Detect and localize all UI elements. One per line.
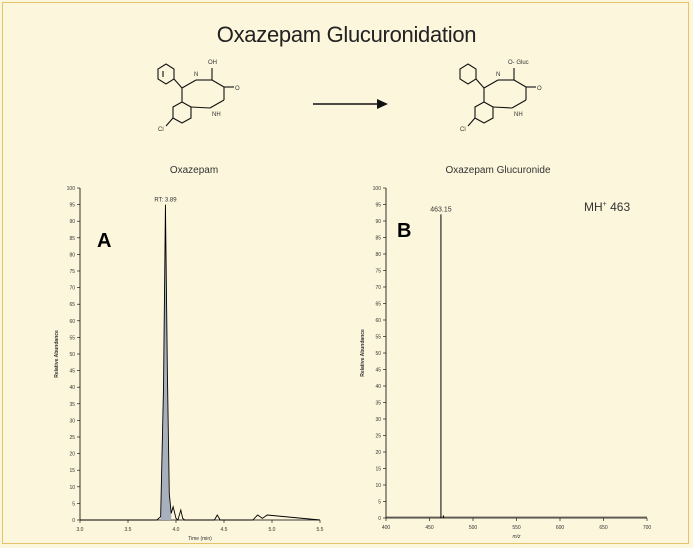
atom-o: O <box>537 86 542 92</box>
y-tick-label: 55 <box>69 335 75 341</box>
molecule-label-glucuronide: Oxazepam Glucuronide <box>445 165 551 176</box>
y-tick-label: 30 <box>375 417 381 423</box>
y-tick-label: 50 <box>375 351 381 357</box>
y-tick-label: 90 <box>69 219 75 225</box>
atom-cl: Cl <box>158 127 164 133</box>
x-tick-label: 400 <box>382 525 391 531</box>
atom-nh: NH <box>212 112 221 118</box>
x-tick-label: 4.0 <box>173 527 180 533</box>
x-tick-label: 3.0 <box>77 527 84 533</box>
y-tick-label: 20 <box>69 452 75 458</box>
y-tick-label: 35 <box>69 402 75 408</box>
y-tick-label: 80 <box>375 252 381 258</box>
y-tick-label: 50 <box>69 352 75 358</box>
y-tick-label: 70 <box>375 285 381 291</box>
y-tick-label: 0 <box>378 516 381 522</box>
y-tick-label: 65 <box>69 302 75 308</box>
y-tick-label: 40 <box>375 384 381 390</box>
y-axis-label: Relative Abundance <box>360 329 366 377</box>
panel-label-a: A <box>97 230 111 252</box>
atom-nh: NH <box>514 112 523 118</box>
x-tick-label: 600 <box>556 525 565 531</box>
ion-note: MH+ 463 <box>584 200 630 214</box>
y-tick-label: 25 <box>375 434 381 440</box>
atom-oh: OH <box>208 60 217 66</box>
y-tick-label: 100 <box>373 186 382 192</box>
phenyl-ring <box>157 63 175 85</box>
benzo-ring <box>172 101 192 124</box>
y-tick-label: 75 <box>375 269 381 275</box>
x-tick-label: 5.0 <box>269 527 276 533</box>
structure-glucuronide <box>459 63 536 127</box>
chromatogram-trace <box>80 204 321 521</box>
y-tick-label: 15 <box>69 468 75 474</box>
y-tick-label: 45 <box>69 369 75 375</box>
x-tick-label: 500 <box>469 525 478 531</box>
y-tick-label: 60 <box>69 319 75 325</box>
atom-o: O <box>235 86 240 92</box>
y-tick-label: 55 <box>375 335 381 341</box>
peak-area <box>160 204 172 520</box>
y-tick-label: 35 <box>375 401 381 407</box>
y-tick-label: 25 <box>69 435 75 441</box>
y-tick-label: 60 <box>375 318 381 324</box>
x-axis-label: Time (min) <box>188 536 212 542</box>
x-tick-label: 450 <box>425 525 434 531</box>
atom-o-gluc: O- Gluc <box>508 60 529 66</box>
x-tick-label: 700 <box>643 525 652 531</box>
atom-n: N <box>496 72 500 78</box>
y-tick-label: 45 <box>375 368 381 374</box>
peak-mass-label: 463.15 <box>430 206 452 213</box>
y-tick-label: 65 <box>375 302 381 308</box>
y-tick-label: 95 <box>69 203 75 209</box>
y-tick-label: 85 <box>375 236 381 242</box>
y-tick-label: 20 <box>375 450 381 456</box>
panel-label-b: B <box>397 220 411 242</box>
x-tick-label: 3.5 <box>125 527 132 533</box>
y-tick-label: 40 <box>69 385 75 391</box>
retention-time-label: RT: 3.89 <box>154 198 177 204</box>
reaction-arrow <box>313 99 388 109</box>
x-tick-label: 650 <box>599 525 608 531</box>
x-axis-label: m/z <box>512 534 521 540</box>
y-tick-label: 10 <box>69 485 75 491</box>
x-tick-label: 550 <box>512 525 521 531</box>
y-tick-label: 5 <box>72 501 75 507</box>
y-tick-label: 75 <box>69 269 75 275</box>
atom-n: N <box>194 72 198 78</box>
chromatogram-chart: 0 5 10 15 20 25 30 35 40 45 50 55 60 65 70 75 80 85 90 95 10… <box>54 186 324 542</box>
y-tick-label: 100 <box>67 186 76 192</box>
y-tick-label: 10 <box>375 483 381 489</box>
x-tick-label: 5.5 <box>317 527 324 533</box>
x-tick-label: 4.5 <box>221 527 228 533</box>
y-tick-label: 95 <box>375 203 381 209</box>
y-tick-label: 70 <box>69 286 75 292</box>
y-tick-label: 0 <box>72 518 75 524</box>
y-axis-label: Relative Abundance <box>54 330 60 378</box>
figure-title: Oxazepam Glucuronidation <box>216 22 477 47</box>
atom-cl: Cl <box>460 127 466 133</box>
structure-oxazepam <box>157 63 234 127</box>
mass-spectrum-chart: 0 5 10 15 20 25 30 35 40 45 50 55 60 65 70 75 80 85 90 95 10… <box>360 186 651 540</box>
y-tick-label: 85 <box>69 236 75 242</box>
molecule-label-oxazepam: Oxazepam <box>169 165 219 176</box>
y-tick-label: 15 <box>375 467 381 473</box>
y-tick-label: 5 <box>378 500 381 506</box>
y-tick-label: 80 <box>69 252 75 258</box>
y-tick-label: 30 <box>69 418 75 424</box>
y-tick-label: 90 <box>375 219 381 225</box>
